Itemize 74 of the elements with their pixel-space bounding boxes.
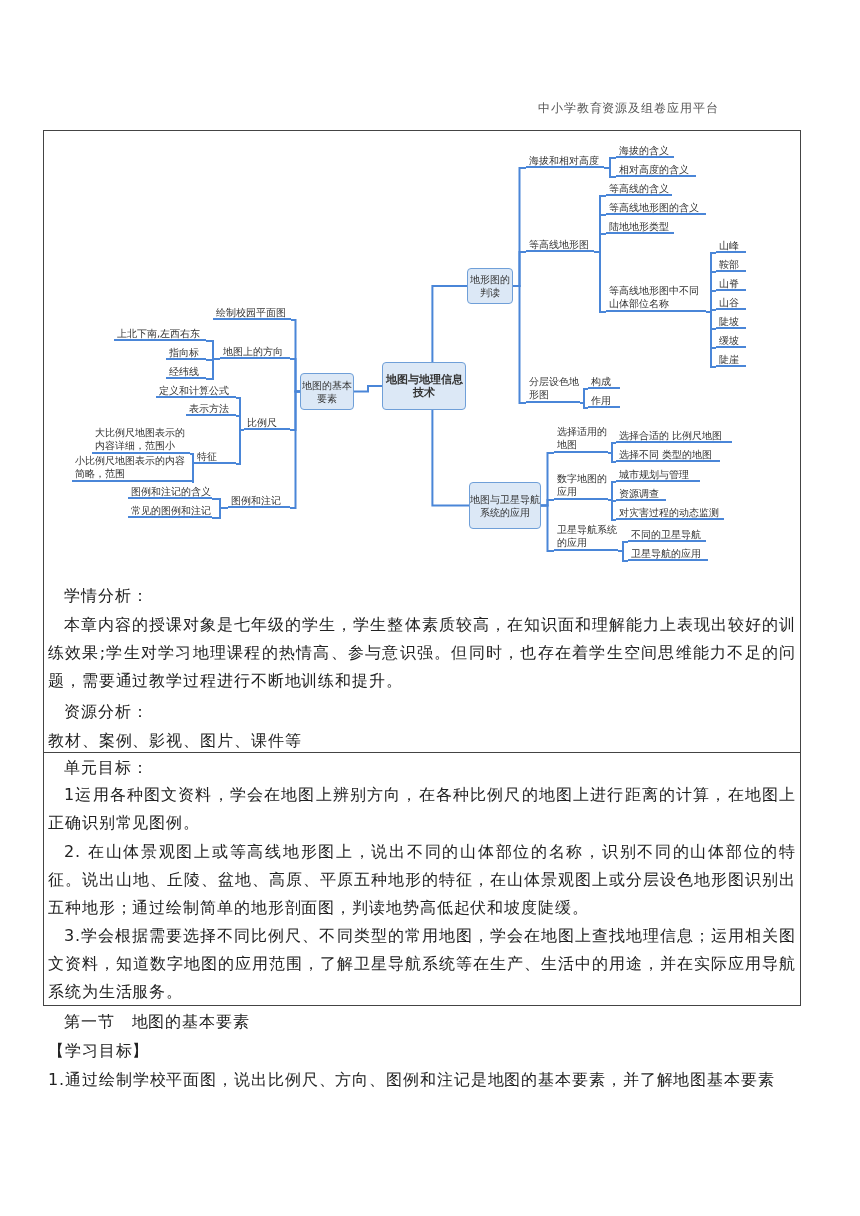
connector-line: [593, 251, 607, 313]
section-heading: 学情分析：: [64, 585, 149, 607]
topic-label: 缓坡: [716, 334, 746, 348]
connector-line: [211, 507, 229, 519]
topic-label: 对灾害过程的动态监测: [616, 506, 724, 520]
paragraph: 3.学会根据需要选择不同比例尺、不同类型的常用地图，学会在地图上查找地理信息；运用相关图文资料，知道数字地图的应用范围，了解卫星导航系统等在生产、生活中的用途，并在实际应用导航系统为生活服务。: [48, 925, 796, 1003]
topic-label: 分层设色地形图: [526, 375, 580, 403]
topic-label: 卫星导航系统的应用: [554, 523, 618, 551]
paragraph: 教材、案例、影视、图片、课件等: [48, 730, 303, 752]
header-text: 中小学教育资源及组卷应用平台: [538, 100, 719, 116]
section-heading: 【学习目标】: [48, 1040, 150, 1062]
topic-label: 作用: [588, 394, 620, 408]
section-heading: 资源分析：: [64, 701, 149, 723]
topic-label: 比例尺: [244, 416, 290, 430]
topic-label: 城市规划与管理: [616, 468, 700, 482]
connector-line: [189, 453, 195, 465]
topic-label: 数字地图的应用: [554, 472, 608, 500]
topic-label: 图例和注记的含义: [128, 485, 212, 499]
paragraph: 本章内容的授课对象是七年级的学生，学生整体素质较高，在知识面和理解能力上表现出较好的训练效果;学生对学习地理课程的热情高、参与意识强。但同时，也存在着学生空间思维能力不足的问题，需要通过教学过程进行不断地训练和提升。: [48, 614, 796, 692]
topic-label: 相对高度的含义: [616, 163, 696, 177]
connector-line: [579, 402, 589, 409]
topic-label: 等高线的含义: [606, 182, 672, 196]
connector-line: [289, 390, 301, 509]
topic-label: 小比例尺地图表示的内容简略，范围: [72, 454, 192, 482]
topic-label: 地图上的方向: [220, 345, 290, 359]
topic-label: 选择合适的 比例尺地图: [616, 429, 732, 443]
topic-label: 鞍部: [716, 258, 746, 272]
topic-label: 绘制校园平面图: [213, 306, 291, 320]
topic-label: 等高线地形图: [526, 238, 594, 252]
paragraph: 1.通过绘制学校平面图，说出比例尺、方向、图例和注记是地图的基本要素，并了解地图基本要素: [48, 1069, 776, 1091]
connector-line: [235, 429, 245, 465]
section-heading: 第一节 地图的基本要素: [64, 1011, 250, 1033]
topic-box: 地图与地理信息技术: [382, 362, 466, 410]
topic-label: 定义和计算公式: [156, 384, 236, 398]
connector-line: [603, 167, 617, 178]
topic-label: 陆地地形类型: [606, 220, 674, 234]
topic-label: 特征: [194, 450, 236, 464]
paragraph: 1运用各种图文资料，学会在地图上辨别方向，在各种比例尺的地图上进行距离的计算，在地图上正确识别常见图例。: [48, 784, 796, 834]
topic-label: 海拔的含义: [616, 144, 674, 158]
topic-label: 构成: [588, 375, 620, 389]
topic-label: 等高线地形图中不同山体部位名称: [606, 284, 706, 312]
connector-line: [607, 499, 617, 521]
connector-line: [540, 504, 555, 552]
topic-label: 指向标: [166, 346, 206, 360]
topic-label: 不同的卫星导航: [628, 528, 706, 542]
topic-label: 大比例尺地图表示的内容详细，范围小: [92, 426, 190, 454]
topic-box: 地图的基本要素: [300, 373, 354, 410]
connector-line: [512, 285, 527, 404]
topic-label: 上北下南,左西右东: [114, 327, 206, 341]
topic-label: 山谷: [716, 296, 746, 310]
connector-line: [191, 463, 195, 483]
topic-label: 陡崖: [716, 353, 746, 367]
topic-label: 选择适用的地图: [554, 425, 608, 453]
topic-label: 常见的图例和注记: [128, 504, 212, 518]
topic-box: 地图与卫星导航系统的应用: [469, 482, 541, 529]
connector-line: [431, 285, 468, 363]
connector-line: [607, 452, 617, 463]
paragraph: 2. 在山体景观图上或等高线地形图上，说出不同的山体部位的名称，识别不同的山体部位的特征。说出山地、丘陵、盆地、高原、平原五种地形的特征，在山体景观图上或分层设色地形图识别出五种地形；通过绘制简单的地形剖面图，判读地势高低起伏和坡度陡缓。: [48, 841, 796, 919]
topic-label: 经纬线: [166, 365, 206, 379]
topic-label: 山峰: [716, 239, 746, 253]
connector-line: [431, 409, 470, 507]
topic-label: 山脊: [716, 277, 746, 291]
connector-line: [205, 358, 221, 380]
topic-label: 图例和注记: [228, 494, 290, 508]
topic-label: 海拔和相对高度: [526, 154, 604, 168]
connector-line: [353, 385, 383, 393]
topic-box: 地形图的判读: [467, 268, 513, 304]
topic-label: 资源调查: [616, 487, 666, 501]
topic-label: 陡坡: [716, 315, 746, 329]
section-heading: 单元目标：: [64, 757, 149, 779]
topic-label: 表示方法: [186, 402, 236, 416]
topic-label: 等高线地形图的含义: [606, 201, 706, 215]
topic-label: 选择不同 类型的地图: [616, 448, 720, 462]
topic-label: 卫星导航的应用: [628, 547, 708, 561]
